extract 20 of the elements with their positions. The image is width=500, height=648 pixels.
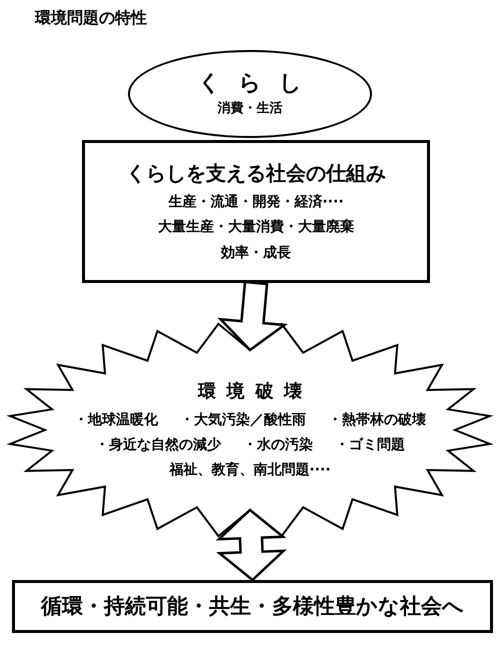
heading-text: くらしを支える社会の仕組み xyxy=(126,162,386,186)
item-text: ・身近な自然の減少 xyxy=(95,436,221,453)
item-text: 福祉、教育、南北問題···· xyxy=(169,462,331,478)
block-arrow xyxy=(216,508,287,582)
item-text: 循環・持続可能・共生・多様性豊かな社会へ xyxy=(41,594,464,619)
item-text: 消費・生活 xyxy=(218,102,282,118)
item-text: ・熱帯林の破壊 xyxy=(328,412,426,428)
text-box xyxy=(12,580,493,633)
heading-text: 環境破壊 xyxy=(198,382,313,403)
item-text: ・ゴミ問題 xyxy=(335,436,405,453)
title-text: 環境問題の特性 xyxy=(35,8,147,29)
item-text: 効率・成長 xyxy=(221,244,291,261)
block-arrow xyxy=(217,280,288,352)
item-text: 大量生産・大量消費・大量廃棄 xyxy=(158,219,354,236)
item-text: 生産・流通・開発・経済···· xyxy=(168,194,344,210)
item-text: ・水の汚染 xyxy=(243,436,313,453)
text-box xyxy=(82,140,430,283)
heading-text: くらし xyxy=(198,70,320,96)
item-text: ・地球温暖化 xyxy=(74,412,158,428)
item-text: ・大気汚染／酸性雨 xyxy=(180,412,306,428)
